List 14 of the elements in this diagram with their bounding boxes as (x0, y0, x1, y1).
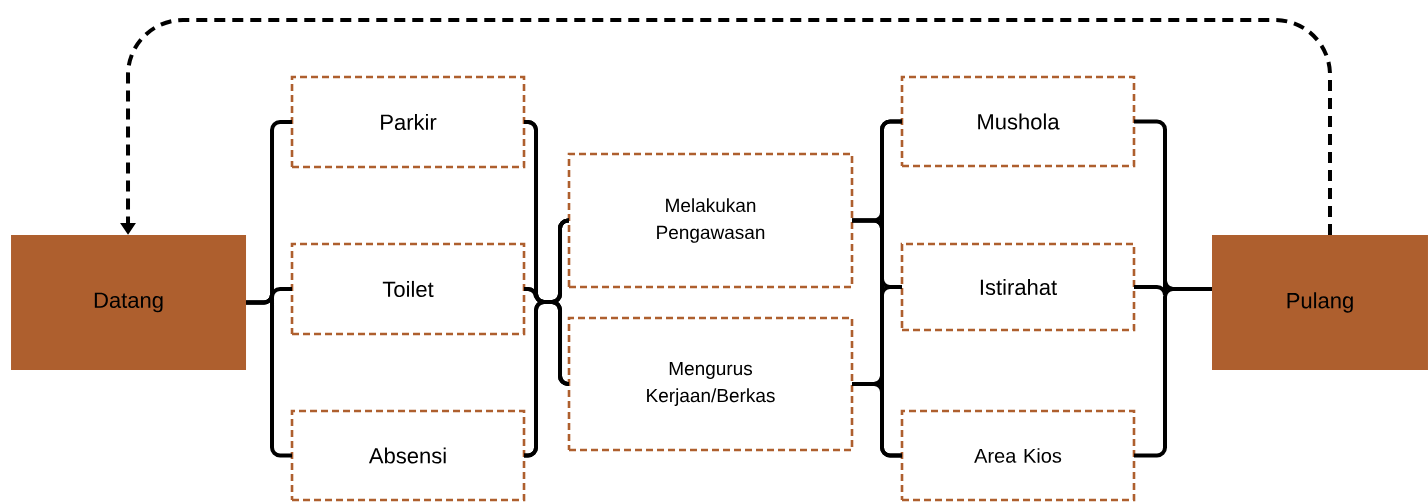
process-box: Pulang (1212, 235, 1428, 370)
activity-box: Mengurus Kerjaan/Berkas (567, 316, 854, 452)
activity-box: Mushola (900, 75, 1136, 168)
connector-line (852, 382, 902, 458)
activity-box: Parkir (290, 75, 526, 169)
process-box: Datang (11, 235, 246, 370)
connector-line (246, 292, 292, 458)
activity-box: Istirahat (900, 242, 1136, 332)
connector-line (524, 300, 570, 458)
connector-line (1134, 287, 1212, 458)
activity-box: Melakukan Pengawasan (567, 152, 854, 289)
activity-box: Toilet (290, 242, 526, 336)
activity-box: Area Kios (900, 409, 1136, 502)
activity-box: Absensi (290, 409, 526, 502)
